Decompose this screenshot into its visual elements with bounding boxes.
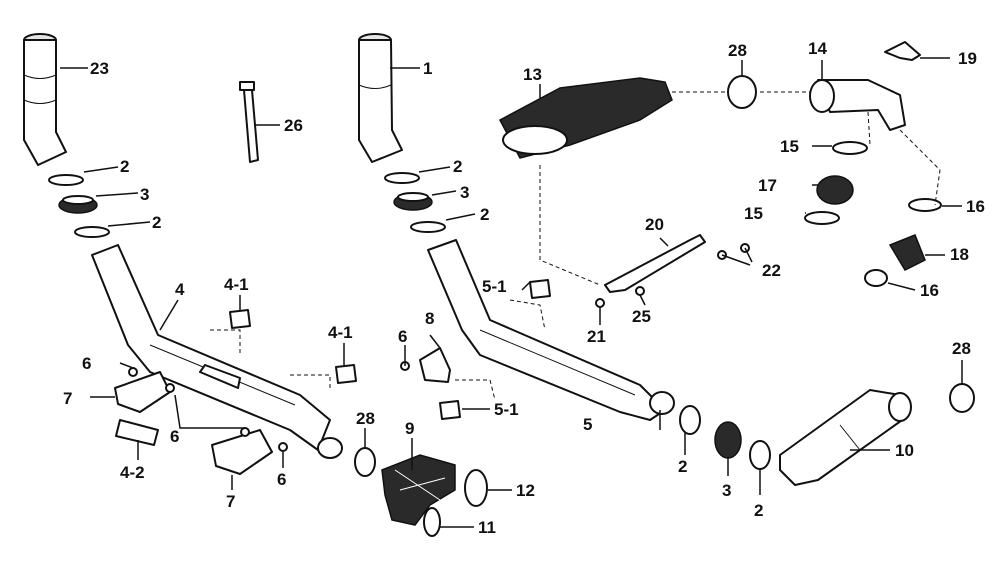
bolt-6-d [278, 442, 288, 452]
label-8: 8 [425, 309, 434, 328]
clamp-28-right [949, 383, 975, 413]
bolt-6-b [165, 383, 175, 393]
clamp-28-left [354, 447, 376, 477]
clamp-15-upper [832, 141, 868, 155]
coupling-3-right [714, 421, 742, 459]
part-26-bolt [239, 81, 259, 163]
label-26: 26 [284, 116, 303, 135]
label-28-a: 28 [356, 409, 375, 428]
label-7-a: 7 [63, 389, 72, 408]
label-2-b: 2 [152, 213, 161, 232]
clamp-28-top [727, 75, 757, 109]
label-6-c: 6 [277, 470, 286, 489]
label-2-f: 2 [754, 501, 763, 520]
label-25: 25 [632, 307, 651, 326]
clamp-2-right-b [749, 440, 771, 470]
clamp-11 [423, 507, 441, 537]
label-12: 12 [516, 481, 535, 500]
part-20-rod [604, 234, 706, 293]
label-18: 18 [950, 245, 969, 264]
label-23: 23 [90, 59, 109, 78]
part-5-pipe [427, 239, 675, 421]
label-2-c: 2 [453, 157, 462, 176]
label-1: 1 [423, 59, 432, 78]
label-11: 11 [478, 518, 496, 537]
label-4-1-a: 4-1 [224, 275, 249, 294]
label-3-a: 3 [140, 185, 149, 204]
part-19-flag [884, 41, 921, 61]
washer-2-left-top [48, 174, 84, 186]
bolt-6-c [240, 427, 250, 437]
bolt-21 [595, 298, 605, 308]
pad-4-1-b [335, 364, 357, 384]
clamp-16-upper [908, 198, 942, 212]
part-13-intake-hose [498, 77, 673, 159]
label-4: 4 [175, 280, 185, 299]
label-17: 17 [758, 176, 777, 195]
label-2-d: 2 [480, 205, 489, 224]
label-3-c: 3 [722, 481, 731, 500]
label-13: 13 [523, 65, 542, 84]
label-6-b: 6 [170, 427, 179, 446]
coupling-3-left [58, 195, 98, 214]
label-16-a: 16 [966, 197, 985, 216]
part-9-elbow [381, 454, 456, 526]
part-23-tube [23, 33, 67, 166]
pad-4-2 [115, 419, 159, 446]
label-28-b: 28 [728, 41, 747, 60]
label-4-2: 4-2 [120, 463, 145, 482]
bracket-8 [419, 347, 451, 383]
label-14: 14 [808, 39, 827, 58]
bracket-7-upper [114, 371, 171, 413]
clamp-12 [464, 469, 488, 507]
label-2-e: 2 [678, 457, 687, 476]
label-10: 10 [895, 441, 914, 460]
bolt-6-a [128, 367, 138, 377]
washer-2-mid-top [384, 172, 420, 184]
bolt-25 [635, 286, 645, 296]
part-1-tube [358, 33, 403, 163]
label-5-1-b: 5-1 [494, 400, 519, 419]
label-21: 21 [587, 327, 606, 346]
label-6-d: 6 [398, 327, 407, 346]
coupling-3-mid [393, 192, 433, 211]
label-7-b: 7 [226, 492, 235, 511]
part-10-hose [779, 389, 912, 486]
washer-2-left-bottom [74, 226, 110, 238]
part-4-pipe [91, 244, 343, 459]
label-4-1-b: 4-1 [328, 323, 353, 342]
clamp-2-right-a [679, 405, 701, 435]
label-16-b: 16 [920, 281, 939, 300]
part-17-coupling [816, 175, 854, 205]
label-9: 9 [405, 419, 414, 438]
pad-5-1-a [529, 279, 551, 299]
label-2-a: 2 [120, 157, 129, 176]
pad-4-1-a [229, 309, 251, 329]
clamp-16-lower [864, 269, 888, 287]
part-18-hose [888, 234, 926, 271]
label-5: 5 [583, 415, 592, 434]
bracket-7-lower [211, 429, 273, 475]
label-28-c: 28 [952, 339, 971, 358]
label-19: 19 [958, 49, 977, 68]
label-22: 22 [762, 261, 781, 280]
label-6-a: 6 [82, 354, 91, 373]
label-5-1-a: 5-1 [482, 277, 507, 296]
pad-5-1-b [439, 400, 461, 420]
label-15-b: 15 [744, 204, 763, 223]
label-15-a: 15 [780, 137, 799, 156]
label-20: 20 [645, 215, 664, 234]
part-14-elbow [809, 79, 906, 131]
clamp-15-lower [804, 211, 840, 225]
washer-2-mid-bottom [410, 221, 446, 233]
label-3-b: 3 [460, 183, 469, 202]
